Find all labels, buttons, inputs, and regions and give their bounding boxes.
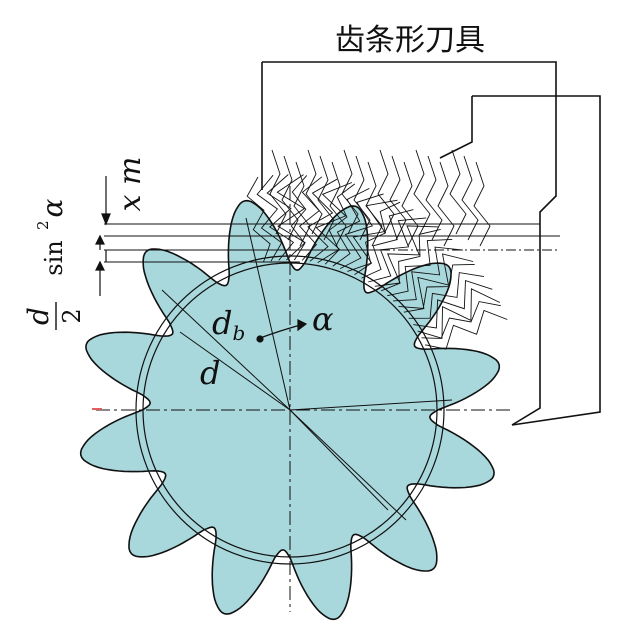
hatch-line (269, 149, 287, 235)
hatch-line (425, 155, 443, 241)
hatch-line (315, 182, 353, 263)
hatch-line (413, 279, 493, 329)
hatch-line (332, 187, 370, 267)
sin-alpha-label-group: sin 2 α (34, 198, 69, 275)
hatch-line (307, 178, 338, 262)
arrow-right-icon (297, 319, 308, 332)
xm-label-group: x m (113, 157, 148, 212)
db-label: db (212, 304, 245, 345)
hatch-line (437, 161, 455, 247)
arrow-down-icon (101, 213, 111, 226)
hatch-line (377, 149, 395, 235)
d-denominator-label: 2 (58, 308, 86, 323)
d-numerator-label: d (22, 307, 55, 325)
hatch-line (256, 174, 283, 262)
hatch-line (413, 149, 431, 235)
hatch-line (266, 174, 295, 261)
diagram-title: 齿条形刀具 (335, 23, 485, 58)
hatch-line (354, 201, 401, 275)
hatch-line (380, 228, 441, 292)
hatch-line (408, 272, 484, 319)
hatch-line (417, 288, 500, 339)
hatch-line (293, 161, 311, 247)
d-over-2-label-group: d 2 (22, 302, 86, 330)
hatch-line (246, 176, 271, 263)
hatch-line (281, 155, 299, 241)
hatch-line (392, 246, 464, 302)
hatch-line (329, 161, 347, 247)
xm-label: x m (113, 157, 148, 212)
hatch-line (461, 155, 479, 241)
hatch-line (341, 149, 359, 235)
sin-label: sin (40, 240, 68, 275)
hatch-line (387, 238, 453, 297)
hatch-line (290, 175, 308, 261)
cutter-envelope-hatch (246, 149, 508, 350)
alpha-label-center: α (312, 300, 334, 338)
hatch-line (365, 161, 383, 247)
arrow-up-icon (95, 234, 105, 245)
rack-cutter (261, 61, 601, 426)
dimension-marks (95, 176, 111, 296)
hatch-line (368, 217, 427, 283)
hatch-line (389, 155, 407, 241)
hatch-line (317, 155, 335, 241)
hatch-line (353, 155, 371, 241)
hatch-line (374, 225, 439, 287)
hatch-line (473, 161, 491, 247)
sin-squared-label: 2 (34, 220, 52, 230)
hatch-line (403, 263, 475, 313)
hatch-line (425, 309, 508, 350)
hatch-line (305, 149, 323, 235)
hatch-line (449, 149, 467, 235)
hatch-line (421, 301, 501, 339)
alpha-label-left: α (36, 198, 69, 217)
hatch-line (401, 161, 419, 247)
arrow-up-icon (95, 260, 105, 271)
alpha-arrow (256, 319, 308, 343)
hatch-line (347, 199, 398, 272)
hatch-line (398, 253, 474, 309)
reference-lines (104, 223, 560, 263)
hatch-line (339, 193, 384, 270)
hatch-line (299, 176, 323, 261)
hatch-line (276, 174, 306, 261)
d-label: d (200, 354, 220, 392)
